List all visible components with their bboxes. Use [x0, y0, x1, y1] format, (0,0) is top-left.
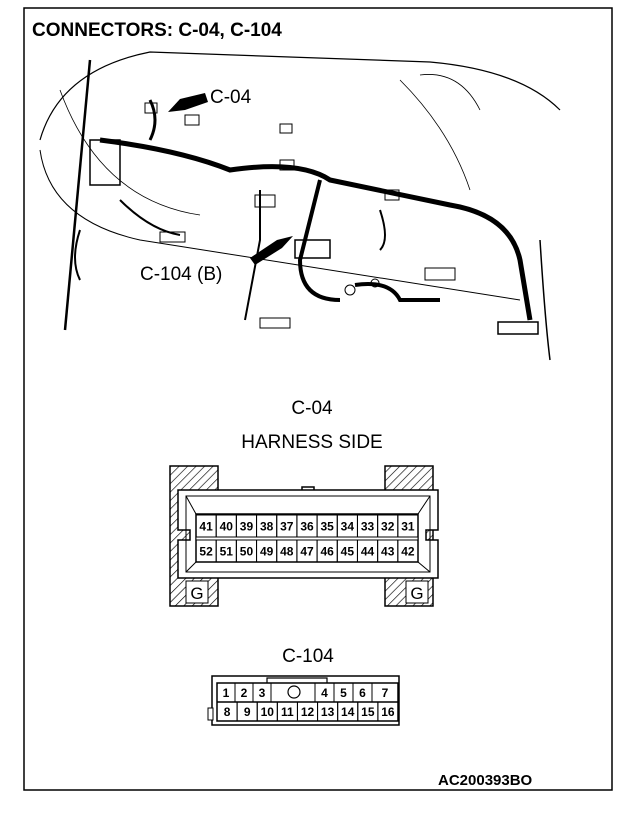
c04-harness-side-label: HARNESS SIDE: [241, 432, 382, 453]
label-c104-location: C-104 (B): [140, 264, 222, 285]
c104-pin-12: 12: [301, 705, 315, 719]
c04-pin-45: 45: [341, 545, 355, 559]
c04-connector-title: C-04: [291, 398, 333, 419]
c04-pin-37: 37: [280, 520, 294, 534]
c04-pin-49: 49: [260, 545, 274, 559]
c104-pin-14: 14: [341, 705, 355, 719]
c104-pin-5: 5: [340, 686, 347, 700]
c104-pin-2: 2: [241, 686, 248, 700]
c04-pin-42-cell: [397, 539, 419, 563]
c04-pin-51: 51: [220, 545, 234, 559]
c04-pin-34: 34: [341, 520, 355, 534]
c04-pin-42: 42: [401, 545, 415, 559]
c04-pin-33: 33: [361, 520, 375, 534]
c04-pin-44: 44: [361, 545, 375, 559]
c04-pin-grid: 41 40 39 38 37 36 35 34 33 32 31 52 51 50 49 48 47 46 45 44…: [195, 514, 419, 563]
c04-pin-35: 35: [321, 520, 335, 534]
dashboard-wiring-illustration: [39, 51, 561, 361]
arrow-c104-icon: [250, 236, 293, 265]
c104-pin-11: 11: [281, 705, 294, 719]
c104-pin-15: 15: [361, 705, 375, 719]
c104-pin-16: 16: [381, 705, 395, 719]
c04-pin-47: 47: [300, 545, 314, 559]
figure-code: AC200393BO: [438, 772, 533, 789]
c04-pin-52: 52: [199, 545, 213, 559]
c04-ground-mark-right: G: [410, 584, 423, 603]
c04-pin-40: 40: [220, 520, 234, 534]
c104-pin-3: 3: [259, 686, 266, 700]
c04-pin-41: 41: [199, 520, 213, 534]
figure-frame: [23, 7, 613, 791]
c04-pin-38: 38: [260, 520, 274, 534]
c04-pin-31-cell: [397, 514, 419, 538]
c04-pin-43: 43: [381, 545, 395, 559]
c04-ground-mark-left: G: [190, 584, 203, 603]
c04-pin-39: 39: [240, 520, 254, 534]
c04-pin-32: 32: [381, 520, 395, 534]
c104-pin-9: 9: [244, 705, 251, 719]
c04-pin-46: 46: [321, 545, 335, 559]
c104-connector-title: C-104: [282, 646, 334, 667]
label-c04-location: C-04: [210, 87, 252, 108]
page-title: CONNECTORS: C-04, C-104: [32, 20, 282, 41]
c104-pin-6: 6: [359, 686, 366, 700]
c04-pin-31: 31: [401, 520, 415, 534]
c04-pin-36: 36: [300, 520, 314, 534]
c104-pin-8: 8: [224, 705, 231, 719]
c104-pin-16-cell: [377, 701, 399, 722]
arrow-c04-icon: [168, 93, 208, 112]
c04-connector-diagram: [169, 465, 439, 607]
c104-pin-1: 1: [223, 686, 230, 700]
c104-pin-7: 7: [382, 686, 389, 700]
c104-pin-13: 13: [321, 705, 335, 719]
c104-pin-10: 10: [261, 705, 275, 719]
c104-pin-4: 4: [321, 686, 328, 700]
c04-pin-48: 48: [280, 545, 294, 559]
c04-pin-50: 50: [240, 545, 254, 559]
